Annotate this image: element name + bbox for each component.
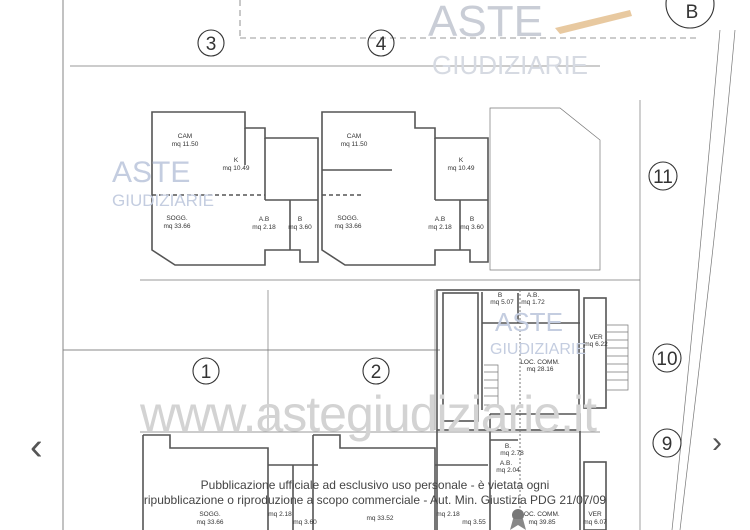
unit-number-2: 2 <box>362 357 390 385</box>
svg-text:mq 10.49: mq 10.49 <box>447 165 474 172</box>
svg-text:mq 2.18: mq 2.18 <box>428 224 452 231</box>
svg-text:VER: VER <box>588 511 602 518</box>
svg-text:4: 4 <box>376 34 387 55</box>
unit-number-10: 10 <box>652 343 682 373</box>
svg-text:mq 28.16: mq 28.16 <box>526 366 553 373</box>
unit-number-11: 11 <box>648 161 678 191</box>
svg-text:9: 9 <box>662 434 673 455</box>
previous-page-button[interactable]: ‹ <box>30 426 43 468</box>
svg-text:mq 11.50: mq 11.50 <box>341 141 368 148</box>
svg-text:ASTE: ASTE <box>428 0 543 46</box>
svg-text:B: B <box>470 216 474 223</box>
commercial-unit-9 <box>436 413 607 530</box>
svg-text:mq 5.07: mq 5.07 <box>490 299 514 306</box>
svg-text:LOC. COMM.: LOC. COMM. <box>520 359 560 366</box>
svg-text:mq 1.72: mq 1.72 <box>521 299 545 306</box>
svg-text:A.B: A.B <box>435 216 445 223</box>
svg-text:ASTE: ASTE <box>495 307 563 337</box>
disclaimer-line-2: ripubblicazione o riproduzione a scopo c… <box>143 493 607 507</box>
svg-text:LOC. COMM.: LOC. COMM. <box>520 511 560 518</box>
svg-text:mq 11.50: mq 11.50 <box>172 141 199 148</box>
svg-text:2: 2 <box>371 362 382 383</box>
svg-text:ASTE: ASTE <box>112 156 190 189</box>
aste-giudiziarie-logo-right: ASTE GIUDIZIARIE <box>490 307 586 358</box>
svg-text:10: 10 <box>656 349 677 370</box>
svg-text:mq 10.49: mq 10.49 <box>222 165 249 172</box>
aste-giudiziarie-logo-mid: ASTE GIUDIZIARIE <box>112 156 214 210</box>
svg-text:B: B <box>498 292 502 299</box>
apartments-1-2 <box>142 434 488 530</box>
svg-text:mq 33.66: mq 33.66 <box>196 519 223 526</box>
svg-text:A.B.: A.B. <box>500 460 512 467</box>
road-edge <box>679 29 736 530</box>
svg-text:CAM: CAM <box>347 133 361 140</box>
svg-text:3: 3 <box>206 34 217 55</box>
svg-text:SOGG.: SOGG. <box>166 215 188 222</box>
svg-text:mq 33.52: mq 33.52 <box>366 515 393 522</box>
svg-text:B: B <box>686 2 699 23</box>
seal-icon <box>510 509 526 530</box>
svg-text:GIUDIZIARIE: GIUDIZIARIE <box>432 50 588 80</box>
svg-text:mq 6.22: mq 6.22 <box>584 341 608 348</box>
unit-number-b: B <box>665 0 715 29</box>
unit-number-4: 4 <box>367 29 395 57</box>
svg-text:B: B <box>298 216 302 223</box>
svg-text:SOGG.: SOGG. <box>337 215 359 222</box>
svg-text:mq 3.60: mq 3.60 <box>460 224 484 231</box>
apartment-4 <box>321 111 489 266</box>
next-page-button[interactable]: › <box>712 426 722 459</box>
svg-text:K: K <box>459 157 464 164</box>
disclaimer-line-1: Pubblicazione ufficiale ad esclusivo uso… <box>200 478 550 492</box>
svg-text:mq 3.60: mq 3.60 <box>288 224 312 231</box>
watermark-url: www.astegiudiziarie.it <box>140 386 597 442</box>
svg-text:mq 2.04: mq 2.04 <box>496 467 520 474</box>
svg-text:mq 3.55: mq 3.55 <box>462 519 486 526</box>
svg-text:mq 2.18: mq 2.18 <box>252 224 276 231</box>
svg-text:GIUDIZIARIE: GIUDIZIARIE <box>112 191 214 210</box>
svg-text:mq 33.66: mq 33.66 <box>334 223 361 230</box>
road-edge <box>671 29 721 530</box>
svg-text:mq 3.60: mq 3.60 <box>293 519 317 526</box>
svg-text:mq 6.07: mq 6.07 <box>583 519 607 526</box>
neighbour-building <box>489 107 601 271</box>
svg-text:mq 2.78: mq 2.78 <box>500 450 524 457</box>
unit-number-9: 9 <box>652 428 682 458</box>
svg-text:CAM: CAM <box>178 133 192 140</box>
svg-text:A.B: A.B <box>259 216 269 223</box>
unit-number-3: 3 <box>197 29 225 57</box>
svg-text:K: K <box>234 157 239 164</box>
svg-text:11: 11 <box>653 167 673 188</box>
aste-giudiziarie-logo-top: ASTE GIUDIZIARIE <box>428 0 632 80</box>
svg-text:B.: B. <box>505 443 511 450</box>
apartment-3 <box>151 111 319 266</box>
svg-text:SOGG.: SOGG. <box>199 511 221 518</box>
svg-text:GIUDIZIARIE: GIUDIZIARIE <box>490 341 586 358</box>
svg-text:mq 33.66: mq 33.66 <box>163 223 190 230</box>
unit-number-1: 1 <box>192 357 220 385</box>
svg-text:A.B.: A.B. <box>527 292 539 299</box>
svg-text:mq 2.18: mq 2.18 <box>268 511 292 518</box>
commercial-unit-10 <box>436 289 629 520</box>
svg-text:mq 39.85: mq 39.85 <box>528 519 555 526</box>
gavel-icon <box>555 10 632 34</box>
svg-text:mq 2.18: mq 2.18 <box>436 511 460 518</box>
svg-text:VER: VER <box>589 334 603 341</box>
svg-text:1: 1 <box>201 362 212 383</box>
